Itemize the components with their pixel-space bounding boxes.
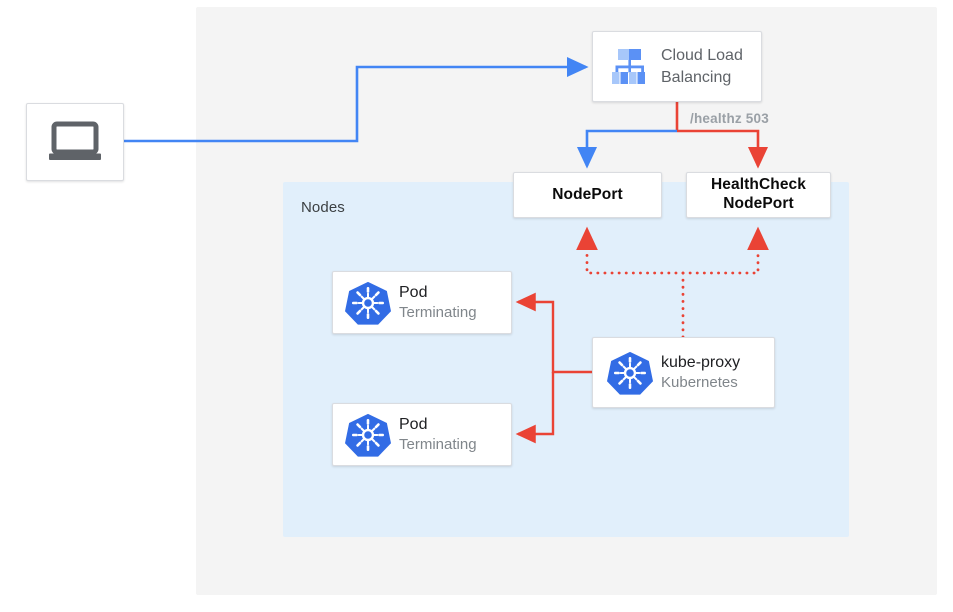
nodes-panel-label: Nodes (301, 199, 345, 216)
load-balancer-title: Cloud Load (661, 46, 743, 64)
kubernetes-icon (337, 280, 399, 326)
kube-proxy-node[interactable]: kube-proxy Kubernetes (592, 337, 775, 408)
healthz-edge-label: /healthz 503 (690, 111, 769, 126)
kube-proxy-subtitle: Kubernetes (661, 374, 738, 392)
pod-2-title: Pod (399, 415, 428, 433)
client-node[interactable] (26, 103, 124, 181)
pod-2-status: Terminating (399, 436, 477, 454)
cloud-load-balancing-icon (601, 46, 661, 88)
pod-1-status: Terminating (399, 304, 477, 322)
pod-node-1[interactable]: Pod Terminating (332, 271, 512, 334)
healthcheck-nodeport-box[interactable]: HealthCheck NodePort (686, 172, 831, 218)
load-balancer-subtitle: Balancing (661, 68, 732, 86)
cloud-load-balancing-node[interactable]: Cloud Load Balancing (592, 31, 762, 102)
pod-node-2[interactable]: Pod Terminating (332, 403, 512, 466)
healthcheck-nodeport-label-line2: NodePort (723, 195, 794, 212)
kubernetes-icon (337, 412, 399, 458)
pod-1-title: Pod (399, 283, 428, 301)
kube-proxy-title: kube-proxy (661, 353, 741, 371)
healthcheck-nodeport-label-line1: HealthCheck (711, 176, 806, 194)
laptop-icon (47, 120, 103, 164)
kubernetes-icon (599, 350, 661, 396)
nodeport-box[interactable]: NodePort (513, 172, 662, 218)
nodeport-label: NodePort (552, 185, 623, 203)
